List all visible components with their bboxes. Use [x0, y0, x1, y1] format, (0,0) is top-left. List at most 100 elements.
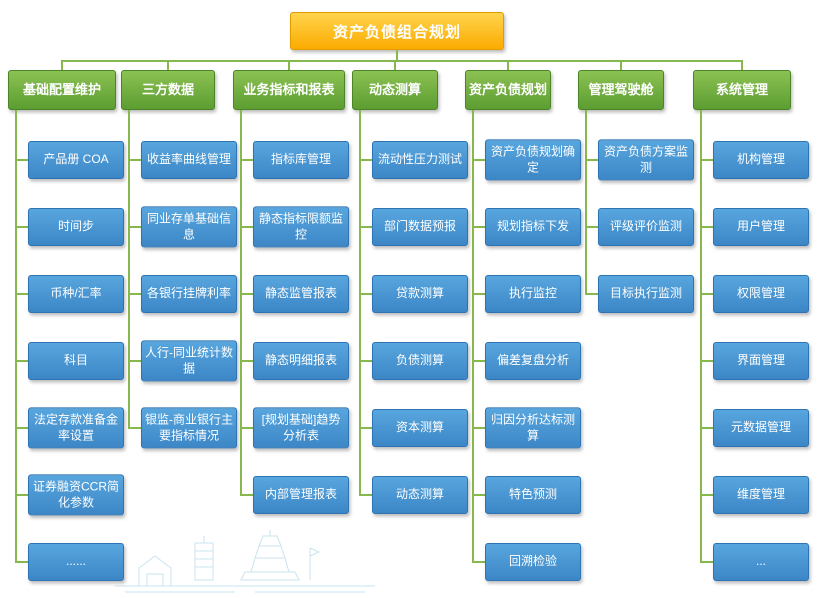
tree-item: 负债测算 [372, 342, 468, 380]
tree-item: 维度管理 [713, 476, 809, 514]
connector-stub [240, 293, 253, 295]
tree-item: 偏差复盘分析 [485, 342, 581, 380]
tree-item: 资本测算 [372, 409, 468, 447]
connector-stub [240, 494, 253, 496]
connector-stub [359, 226, 372, 228]
tree-item: 银监-商业银行主要指标情况 [141, 407, 237, 449]
connector-stub [472, 293, 485, 295]
tree-item: 用户管理 [713, 208, 809, 246]
connector-drop [741, 60, 743, 70]
connector-stub [240, 226, 253, 228]
connector-drop [288, 60, 290, 70]
tree-item: 资产负债规划确定 [485, 139, 581, 181]
connector-stub [15, 159, 28, 161]
connector-stub [700, 360, 713, 362]
connector-stub [359, 159, 372, 161]
connector-stub [472, 427, 485, 429]
connector-stub [15, 494, 28, 496]
connector-stub [700, 226, 713, 228]
connector-stub [700, 427, 713, 429]
connector-drop [507, 60, 509, 70]
column-header: 动态测算 [352, 70, 438, 110]
tree-item: 产品册 COA [28, 141, 124, 179]
connector-stub [240, 360, 253, 362]
tree-item: 币种/汇率 [28, 275, 124, 313]
connector-branch [61, 60, 743, 62]
tree-item: 收益率曲线管理 [141, 141, 237, 179]
connector-trunk [472, 110, 474, 563]
tree-item: 证券融资CCR简化参数 [28, 474, 124, 516]
tree-item: 同业存单基础信息 [141, 206, 237, 248]
tree-item: 部门数据预报 [372, 208, 468, 246]
tree-item: 评级评价监测 [598, 208, 694, 246]
tree-item: 各银行挂牌利率 [141, 275, 237, 313]
connector-drop [394, 60, 396, 70]
tree-item: 时间步 [28, 208, 124, 246]
connector-stub [15, 293, 28, 295]
connector-trunk [700, 110, 702, 563]
tree-item: 科目 [28, 342, 124, 380]
connector-stub [15, 427, 28, 429]
column-header: 基础配置维护 [8, 70, 116, 110]
tree-item: 权限管理 [713, 275, 809, 313]
connector-stub [700, 561, 713, 563]
connector-stub [700, 159, 713, 161]
column-header: 系统管理 [693, 70, 791, 110]
connector-stub [128, 427, 141, 429]
tree-item: 执行监控 [485, 275, 581, 313]
tree-item: 机构管理 [713, 141, 809, 179]
column-header: 业务指标和报表 [233, 70, 345, 110]
connector-stub [472, 561, 485, 563]
connector-stub [700, 293, 713, 295]
connector-stub [240, 159, 253, 161]
column-header: 管理驾驶舱 [578, 70, 664, 110]
tree-item: 动态测算 [372, 476, 468, 514]
tree-item: 界面管理 [713, 342, 809, 380]
connector-stub [472, 494, 485, 496]
connector-drop [620, 60, 622, 70]
connector-stub [15, 561, 28, 563]
tree-item: 归因分析达标测算 [485, 407, 581, 449]
connector-stub [585, 293, 598, 295]
connector-trunk [359, 110, 361, 496]
connector-stub [128, 293, 141, 295]
tree-item: 贷款测算 [372, 275, 468, 313]
tree-item: 人行-同业统计数据 [141, 340, 237, 382]
connector-stub [585, 159, 598, 161]
column-header: 资产负债规划 [465, 70, 551, 110]
connector-stub [472, 226, 485, 228]
connector-stub [359, 360, 372, 362]
connector-trunk [128, 110, 130, 429]
tree-item: 法定存款准备金率设置 [28, 407, 124, 449]
connector-trunk [15, 110, 17, 563]
connector-stub [700, 494, 713, 496]
connector-stub [472, 159, 485, 161]
connector-stub [128, 226, 141, 228]
connector-drop [167, 60, 169, 70]
tree-item: 资产负债方案监测 [598, 139, 694, 181]
tree-item: 静态明细报表 [253, 342, 349, 380]
connector-stub [128, 159, 141, 161]
tree-item: 元数据管理 [713, 409, 809, 447]
skyline-watermark-icon [115, 530, 375, 593]
connector-stub [585, 226, 598, 228]
tree-item: 目标执行监测 [598, 275, 694, 313]
connector-root-stem [396, 50, 398, 62]
tree-item: ...... [28, 543, 124, 581]
connector-stub [472, 360, 485, 362]
connector-trunk [240, 110, 242, 496]
tree-item: 指标库管理 [253, 141, 349, 179]
connector-stub [15, 360, 28, 362]
tree-item: 静态监管报表 [253, 275, 349, 313]
connector-drop [61, 60, 63, 70]
tree-item: 回溯检验 [485, 543, 581, 581]
connector-stub [359, 427, 372, 429]
connector-stub [15, 226, 28, 228]
tree-item: 特色预测 [485, 476, 581, 514]
tree-item: 静态指标限额监控 [253, 206, 349, 248]
tree-item: 流动性压力测试 [372, 141, 468, 179]
connector-stub [359, 494, 372, 496]
column-header: 三方数据 [121, 70, 215, 110]
root-node: 资产负债组合规划 [290, 12, 504, 50]
tree-item: ... [713, 543, 809, 581]
